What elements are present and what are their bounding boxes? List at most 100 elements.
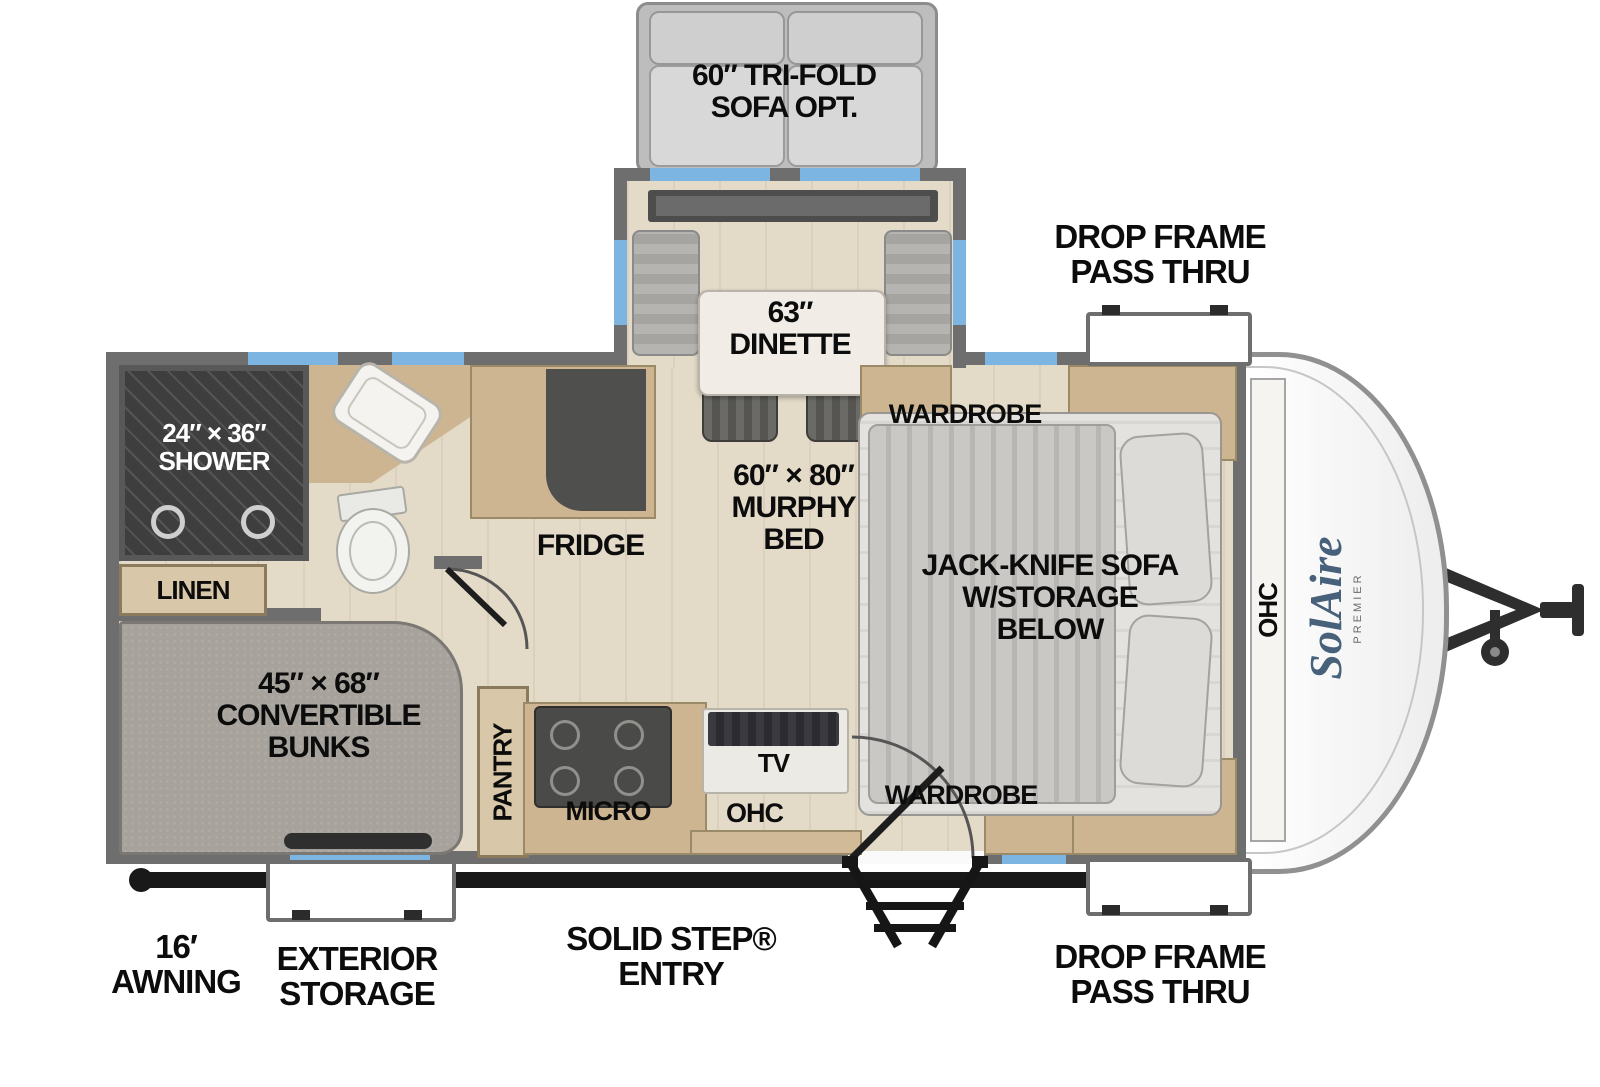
wardrobe-bottom-label: WARDROBE bbox=[884, 780, 1039, 810]
ohc-front-cabinet: OHC bbox=[1250, 378, 1286, 842]
entry-line1: SOLID STEP® bbox=[566, 920, 777, 957]
latch-storage-2 bbox=[404, 910, 422, 920]
dinette-window-band-inner bbox=[656, 196, 930, 216]
latch-top-2 bbox=[1210, 305, 1228, 315]
linen-label: LINEN bbox=[156, 574, 231, 605]
burner-3 bbox=[550, 766, 580, 796]
bunks-line3: BUNKS bbox=[267, 730, 371, 764]
kitchen-ohc-strip bbox=[690, 830, 862, 855]
drop-frame-bottom-label: DROP FRAME PASS THRU bbox=[1030, 938, 1290, 1010]
ohc-kitchen-label: OHC bbox=[726, 798, 784, 828]
drop-frame-top-line2: PASS THRU bbox=[1070, 252, 1250, 290]
bunks-line1: 45″ × 68″ bbox=[258, 667, 380, 700]
murphy-bed-line2: MURPHY bbox=[731, 490, 856, 524]
window-slide-top-left bbox=[650, 168, 770, 181]
murphy-bed-label: 60″ × 80″ MURPHY BED bbox=[686, 460, 901, 555]
dinette-table bbox=[698, 290, 886, 396]
window-slide-top-right bbox=[800, 168, 920, 181]
shower-label-line2: SHOWER bbox=[158, 445, 271, 476]
latch-bottom-1 bbox=[1102, 905, 1120, 915]
murphy-bed-line1: 60″ × 80″ bbox=[733, 459, 855, 492]
drop-frame-top-label: DROP FRAME PASS THRU bbox=[1030, 218, 1290, 290]
bath-door-panel bbox=[444, 566, 508, 628]
hitch bbox=[1432, 562, 1584, 666]
tri-fold-sofa-seat-left bbox=[649, 65, 785, 167]
shower-label-line1: 24″ × 36″ bbox=[162, 418, 266, 448]
toilet-bowl-inner bbox=[349, 521, 397, 581]
window-slide-side-right bbox=[953, 240, 966, 325]
drop-frame-pass-thru-top-door bbox=[1086, 312, 1252, 366]
window-top-galley bbox=[392, 352, 464, 365]
entry-door-panel bbox=[849, 765, 945, 861]
window-slide-side-left bbox=[614, 240, 627, 325]
exterior-storage-line1: EXTERIOR bbox=[276, 940, 439, 977]
exterior-storage-line2: STORAGE bbox=[279, 974, 436, 1012]
bunks-step-mat bbox=[284, 833, 432, 849]
jack-stem bbox=[1490, 610, 1500, 644]
latch-bottom-2 bbox=[1210, 905, 1228, 915]
burner-4 bbox=[614, 766, 644, 796]
jack-knife-line3: BELOW bbox=[996, 612, 1105, 646]
exterior-storage-label: EXTERIOR STORAGE bbox=[252, 940, 462, 1012]
dinette-bench-right bbox=[884, 230, 952, 356]
window-top-bedroom bbox=[985, 352, 1057, 365]
drop-frame-bottom-line1: DROP FRAME bbox=[1054, 938, 1266, 975]
awning-endcap-left bbox=[129, 868, 153, 892]
shower-label: 24″ × 36″ SHOWER bbox=[122, 418, 306, 476]
entry-steps bbox=[842, 856, 988, 949]
burner-1 bbox=[550, 720, 580, 750]
bunks-line2: CONVERTIBLE bbox=[216, 698, 421, 732]
fridge-label: FRIDGE bbox=[536, 529, 645, 562]
murphy-bed-line3: BED bbox=[763, 522, 824, 556]
shower bbox=[119, 365, 309, 561]
shower-head-right bbox=[241, 505, 275, 539]
jack-knife-label: JACK-KNIFE SOFA W/STORAGE BELOW bbox=[880, 550, 1220, 645]
bath-door-arc bbox=[446, 567, 529, 650]
tri-fold-sofa-back-right bbox=[787, 11, 923, 65]
tri-fold-sofa bbox=[636, 2, 938, 174]
drop-frame-top-line1: DROP FRAME bbox=[1054, 218, 1266, 255]
tri-fold-sofa-back-left bbox=[649, 11, 785, 65]
latch-storage-1 bbox=[292, 910, 310, 920]
awning-line2: AWNING bbox=[111, 962, 242, 1000]
hitch-coupler bbox=[1540, 602, 1574, 618]
dinette-label: 63″ DINETTE bbox=[698, 297, 882, 361]
jack-foot-center bbox=[1490, 647, 1500, 657]
dinette-label-line1: 63″ bbox=[767, 296, 814, 329]
tri-fold-sofa-label-line1: 60″ TRI-FOLD bbox=[691, 59, 877, 92]
toilet-bowl bbox=[336, 508, 410, 594]
pantry-cabinet: PANTRY bbox=[477, 686, 529, 858]
tri-fold-sofa-label-line2: SOFA OPT. bbox=[710, 90, 859, 124]
hitch-a-frame-inner bbox=[1442, 580, 1516, 640]
hitch-handle bbox=[1572, 584, 1584, 636]
bathroom-wall-stub bbox=[434, 556, 482, 569]
wardrobe-top-label: WARDROBE bbox=[888, 399, 1043, 429]
tv-label: TV bbox=[757, 748, 790, 778]
awning-label: 16′ AWNING bbox=[96, 928, 256, 1000]
dinette-bench-left bbox=[632, 230, 700, 356]
convertible-bunks bbox=[119, 621, 463, 855]
shower-head-left bbox=[151, 505, 185, 539]
micro-label: MICRO bbox=[565, 796, 652, 826]
jack-knife-line1: JACK-KNIFE SOFA bbox=[921, 549, 1180, 582]
fridge bbox=[546, 369, 646, 511]
window-top-bath bbox=[248, 352, 338, 365]
nightstand-cabinet bbox=[860, 365, 952, 417]
drop-frame-bottom-line2: PASS THRU bbox=[1070, 972, 1250, 1010]
entry-door-opening bbox=[848, 851, 984, 864]
burner-2 bbox=[614, 720, 644, 750]
tri-fold-sofa-label: 60″ TRI-FOLD SOFA OPT. bbox=[636, 60, 932, 124]
awning-line1: 16′ bbox=[155, 928, 198, 965]
tv-screen bbox=[708, 712, 839, 746]
latch-top-1 bbox=[1102, 305, 1120, 315]
dinette-label-line2: DINETTE bbox=[729, 327, 851, 361]
stove bbox=[534, 706, 672, 808]
bunks-label: 45″ × 68″ CONVERTIBLE BUNKS bbox=[196, 668, 441, 763]
jack-knife-line2: W/STORAGE bbox=[962, 580, 1138, 614]
entry-line2: ENTRY bbox=[618, 954, 725, 992]
entry-label: SOLID STEP® ENTRY bbox=[556, 920, 786, 992]
tri-fold-sofa-seat-right bbox=[787, 65, 923, 167]
linen-cabinet: LINEN bbox=[119, 564, 267, 616]
